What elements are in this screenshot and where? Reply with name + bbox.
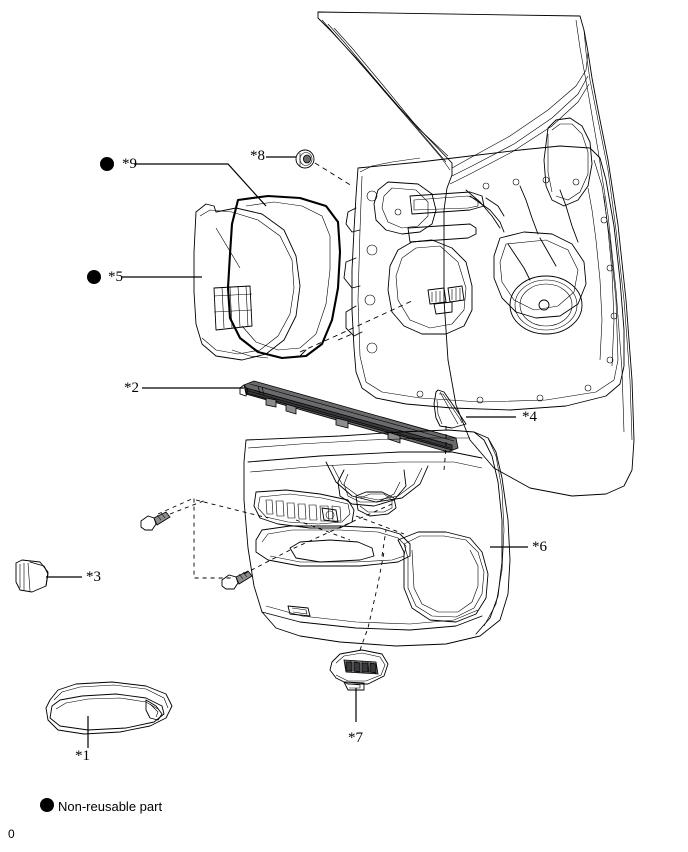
callout-label-3: *3 [86,569,101,585]
non-reusable-bullet-5 [87,270,101,284]
legend-bullet-icon [40,798,54,812]
callout-label-9: *9 [122,156,137,172]
callout-leader-lines [46,156,528,748]
assembly-dashed-lines [157,162,447,651]
callout-label-1: *1 [75,748,90,764]
callout-label-5: *5 [108,269,123,285]
door-trim-board-group [243,429,511,647]
non-reusable-bullet-9 [100,157,114,171]
pillar-cap-group [15,559,49,593]
trim-screw-1 [140,511,171,531]
callout-label-2: *2 [124,380,139,396]
armrest-group [45,681,173,735]
trim-screw-2 [221,570,253,590]
corner-mark: 0 [8,827,15,841]
callout-label-8: *8 [250,148,265,164]
door-shell-group [317,11,635,497]
callout-label-7: *7 [348,730,363,746]
power-window-switch-group [329,649,389,691]
callout-label-4: *4 [522,409,537,425]
callout-label-6: *6 [532,539,547,555]
service-hole-cover-group [193,194,342,361]
hole-plug-group [295,149,315,169]
legend-text: Non-reusable part [58,799,163,814]
mirror-cover-cap-group [433,389,467,429]
